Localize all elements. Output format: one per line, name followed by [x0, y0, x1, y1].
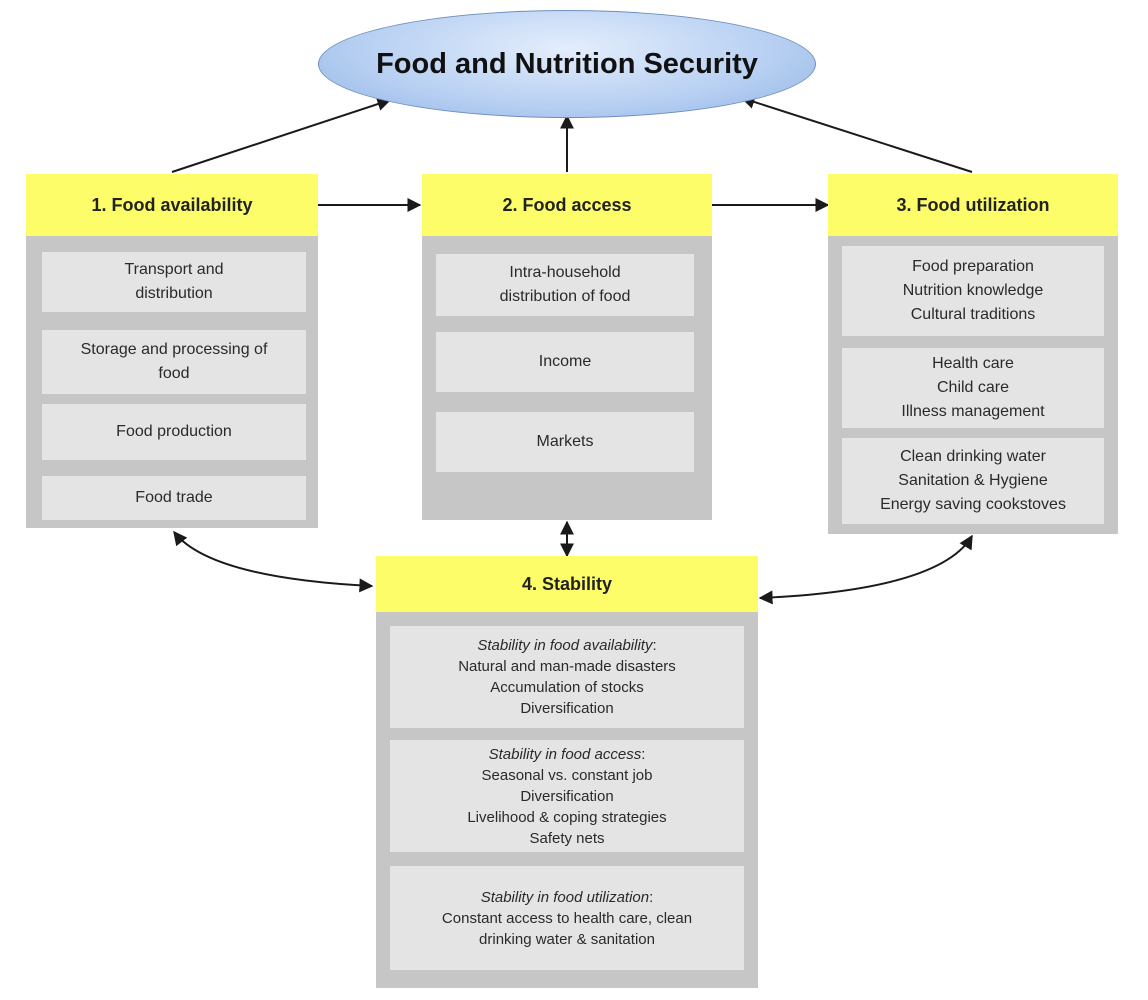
stability-item-access: Stability in food access: Seasonal vs. c… [390, 740, 744, 852]
utilization-item-health: Health care Child care Illness managemen… [842, 348, 1104, 428]
availability-header: 1. Food availability [26, 174, 318, 236]
item-line: drinking water & sanitation [479, 930, 655, 948]
item-line: Food preparation [912, 258, 1034, 275]
stability-heading-line: Stability in food access: [489, 744, 646, 765]
item-line: Sanitation & Hygiene [898, 472, 1048, 489]
goal-ellipse: Food and Nutrition Security [318, 10, 816, 118]
arrow-utilization-to-goal [740, 95, 973, 173]
item-line: Child care [936, 379, 1010, 396]
item-line: distribution [135, 285, 213, 302]
arrow-utilization-stability [758, 534, 973, 605]
item-line: Diversification [520, 700, 614, 717]
item-line: Markets [536, 433, 594, 450]
utilization-item-preparation: Food preparation Nutrition knowledge Cul… [842, 246, 1104, 336]
goal-title: Food and Nutrition Security [376, 47, 758, 80]
heading-colon: : [649, 888, 654, 906]
access-header: 2. Food access [422, 174, 712, 236]
item-line: Livelihood & coping strategies [467, 808, 667, 826]
stability-heading: Stability in food availability [477, 637, 653, 654]
availability-item-trade: Food trade [42, 476, 306, 520]
access-item-markets: Markets [436, 412, 694, 472]
item-line: Safety nets [529, 829, 605, 847]
item-line: Constant access to health care, clean [441, 909, 693, 927]
item-line: Intra-household [509, 264, 621, 281]
access-item-intra-household: Intra-household distribution of food [436, 254, 694, 316]
availability-item-transport: Transport and distribution [42, 252, 306, 312]
arrow-availability-stability [173, 530, 374, 593]
item-line: Transport and [124, 261, 224, 278]
heading-colon: : [641, 745, 646, 763]
item-line: Clean drinking water [900, 448, 1046, 465]
utilization-header: 3. Food utilization [828, 174, 1118, 236]
item-line: Food production [116, 423, 232, 440]
access-title: 2. Food access [502, 194, 632, 215]
item-line: Diversification [520, 787, 614, 805]
item-line: Energy saving cookstoves [880, 496, 1066, 513]
stability-item-availability: Stability in food availability: Natural … [390, 626, 744, 728]
stability-item-utilization: Stability in food utilization: Constant … [390, 866, 744, 970]
item-line: Health care [932, 355, 1014, 372]
item-line: distribution of food [499, 288, 631, 305]
item-line: Natural and man-made disasters [458, 658, 676, 675]
availability-item-storage: Storage and processing of food [42, 330, 306, 394]
access-item-income: Income [436, 332, 694, 392]
item-line: Income [538, 353, 592, 370]
item-line: Food trade [135, 489, 213, 506]
stability-header: 4. Stability [376, 556, 758, 612]
stability-heading: Stability in food utilization [480, 888, 650, 906]
utilization-item-water: Clean drinking water Sanitation & Hygien… [842, 438, 1104, 524]
item-line: Nutrition knowledge [902, 282, 1044, 299]
item-line: Accumulation of stocks [490, 679, 644, 696]
stability-title: 4. Stability [521, 573, 613, 594]
availability-item-production: Food production [42, 404, 306, 460]
stability-heading-line: Stability in food utilization: [481, 887, 654, 908]
stability-heading: Stability in food access [488, 745, 642, 763]
item-line: Storage and processing of [80, 341, 268, 358]
availability-title: 1. Food availability [91, 194, 253, 215]
heading-colon: : [652, 637, 657, 654]
item-line: Cultural traditions [910, 306, 1036, 323]
utilization-title: 3. Food utilization [896, 194, 1050, 215]
arrow-availability-to-goal [171, 97, 392, 173]
item-line: Illness management [901, 403, 1045, 420]
item-line: Seasonal vs. constant job [481, 766, 653, 784]
stability-heading-line: Stability in food availability: [477, 635, 656, 656]
item-line: food [158, 365, 190, 382]
